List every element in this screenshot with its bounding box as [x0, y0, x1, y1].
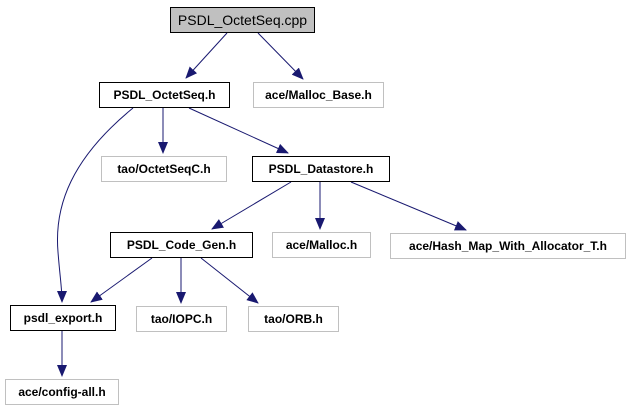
node-psdl-octetseq-cpp: PSDL_OctetSeq.cpp — [170, 7, 315, 33]
edge-datastore-h-to-code-gen-h — [211, 181, 292, 230]
node-tao-iopc-h: tao/IOPC.h — [136, 306, 227, 332]
edge-code-gen-h-to-orb-h — [200, 257, 259, 304]
node-ace-hash-map-with-allocator-t-h: ace/Hash_Map_With_Allocator_T.h — [390, 233, 626, 259]
node-psdl-octetseq-h[interactable]: PSDL_OctetSeq.h — [99, 82, 230, 108]
edge-octetseq-h-to-datastore-h — [188, 107, 289, 154]
node-psdl-export-h[interactable]: psdl_export.h — [10, 305, 116, 331]
node-psdl-code-gen-h[interactable]: PSDL_Code_Gen.h — [110, 232, 253, 258]
node-ace-malloc-base-h: ace/Malloc_Base.h — [253, 82, 384, 108]
node-ace-malloc-h: ace/Malloc.h — [272, 232, 371, 258]
node-ace-config-all-h: ace/config-all.h — [5, 379, 119, 405]
edge-octetseq-h-to-psdl-export-h — [56, 107, 134, 303]
edge-cpp-to-octetseq-h — [185, 32, 228, 79]
edge-code-gen-h-to-psdl-export-h — [90, 257, 153, 303]
node-tao-octetseqc-h: tao/OctetSeqC.h — [101, 156, 227, 182]
edge-datastore-h-to-hash-map-h — [350, 181, 467, 231]
edge-cpp-to-malloc-base-h — [257, 32, 304, 80]
node-tao-orb-h: tao/ORB.h — [248, 306, 339, 332]
node-psdl-datastore-h[interactable]: PSDL_Datastore.h — [252, 156, 390, 182]
